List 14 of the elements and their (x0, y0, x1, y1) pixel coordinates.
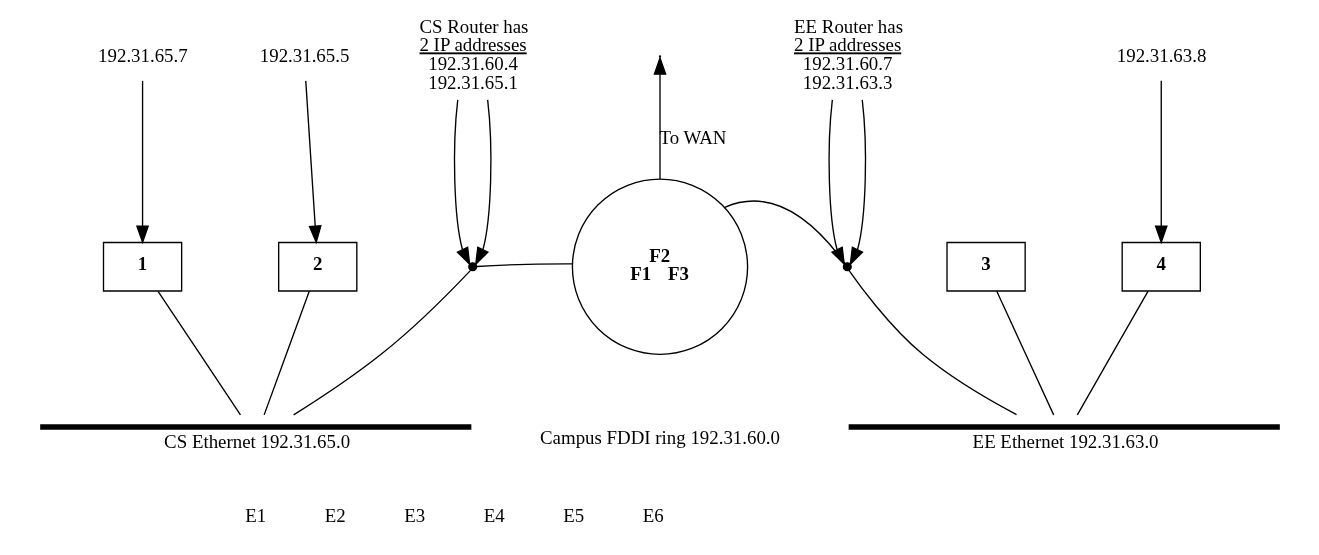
label: E5 (562, 505, 584, 527)
node-text: EE Router has 2 IP addresses 192.31.60.7 192.31.63.3 (793, 15, 903, 94)
label: E4 (483, 505, 505, 527)
label: E6 (642, 505, 664, 527)
node-text: 192.31.65.5 (259, 44, 349, 66)
node-text: CS Router has 2 IP addresses 192.31.60.4 192.31.65.1 (418, 15, 528, 94)
node-label: Campus FDDI ring 192.31.60.0 (539, 427, 780, 449)
label: E2 (324, 505, 346, 527)
label: E3 (403, 505, 425, 527)
node-label: CS Ethernet 192.31.65.0 (163, 430, 350, 452)
node-text: 192.31.63.8 (1116, 44, 1206, 66)
node-text: 192.31.65.7 (97, 44, 188, 66)
node-label: EE Ethernet 192.31.63.0 (972, 430, 1159, 452)
label: E1 (244, 505, 266, 527)
